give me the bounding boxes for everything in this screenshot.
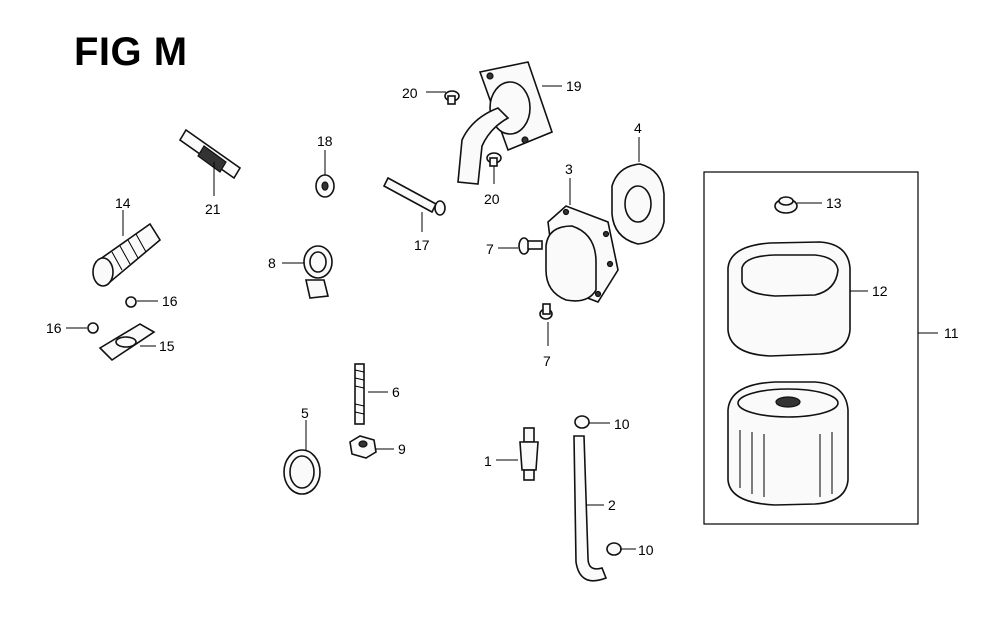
part-10-clip-upper <box>574 415 590 429</box>
part-17-long-bolt <box>382 176 446 216</box>
paper-filter-element <box>727 381 849 506</box>
part-21-spark-plug <box>178 128 242 180</box>
callout-3: 3 <box>565 161 573 177</box>
callout-21: 21 <box>205 201 221 217</box>
callout-7-upper: 7 <box>486 241 494 257</box>
part-7-bolt-upper <box>518 237 543 255</box>
callout-16-right: 16 <box>162 293 178 309</box>
callout-2: 2 <box>608 497 616 513</box>
callout-15: 15 <box>159 338 175 354</box>
figure-title: FIG M <box>74 30 188 74</box>
callout-10-lower: 10 <box>638 542 654 558</box>
callout-6: 6 <box>392 384 400 400</box>
callout-16-left: 16 <box>46 320 62 336</box>
part-6-stud <box>354 363 365 425</box>
callout-18: 18 <box>317 133 333 149</box>
part-20-screw-lower <box>486 152 502 167</box>
part-12-pre-filter <box>727 241 851 357</box>
part-10-clip-lower <box>606 542 622 556</box>
part-1-fitting <box>519 427 539 481</box>
callout-17: 17 <box>414 237 430 253</box>
part-15-gasket-plate <box>98 323 156 362</box>
callout-4: 4 <box>634 120 642 136</box>
callout-10-upper: 10 <box>614 416 630 432</box>
part-4-gasket <box>611 163 665 245</box>
callout-13: 13 <box>826 195 842 211</box>
part-2-tube <box>573 435 608 582</box>
part-18-washer <box>315 174 335 198</box>
part-9-nut <box>349 435 377 459</box>
callout-20-upper: 20 <box>402 85 418 101</box>
part-8-hose-clamp <box>303 245 333 299</box>
part-13-wing-nut <box>774 196 798 214</box>
part-20-screw-upper <box>444 90 460 105</box>
callout-19: 19 <box>566 78 582 94</box>
part-19-intake-elbow <box>457 61 554 185</box>
callout-8: 8 <box>268 255 276 271</box>
callout-14: 14 <box>115 195 131 211</box>
part-14-intake-adapter <box>92 222 162 287</box>
part-5-o-ring <box>283 449 321 495</box>
callout-5: 5 <box>301 405 309 421</box>
callout-1: 1 <box>484 453 492 469</box>
part-7-bolt-lower <box>539 303 553 320</box>
callout-12: 12 <box>872 283 888 299</box>
callout-11: 11 <box>944 325 959 341</box>
part-16-nut-right <box>125 296 137 308</box>
part-16-nut-left <box>87 322 99 334</box>
callout-7-lower: 7 <box>543 353 551 369</box>
callout-20-lower: 20 <box>484 191 500 207</box>
air-filter-assembly-frame <box>703 171 919 525</box>
part-3-air-cleaner-base <box>545 205 619 303</box>
callout-9: 9 <box>398 441 406 457</box>
